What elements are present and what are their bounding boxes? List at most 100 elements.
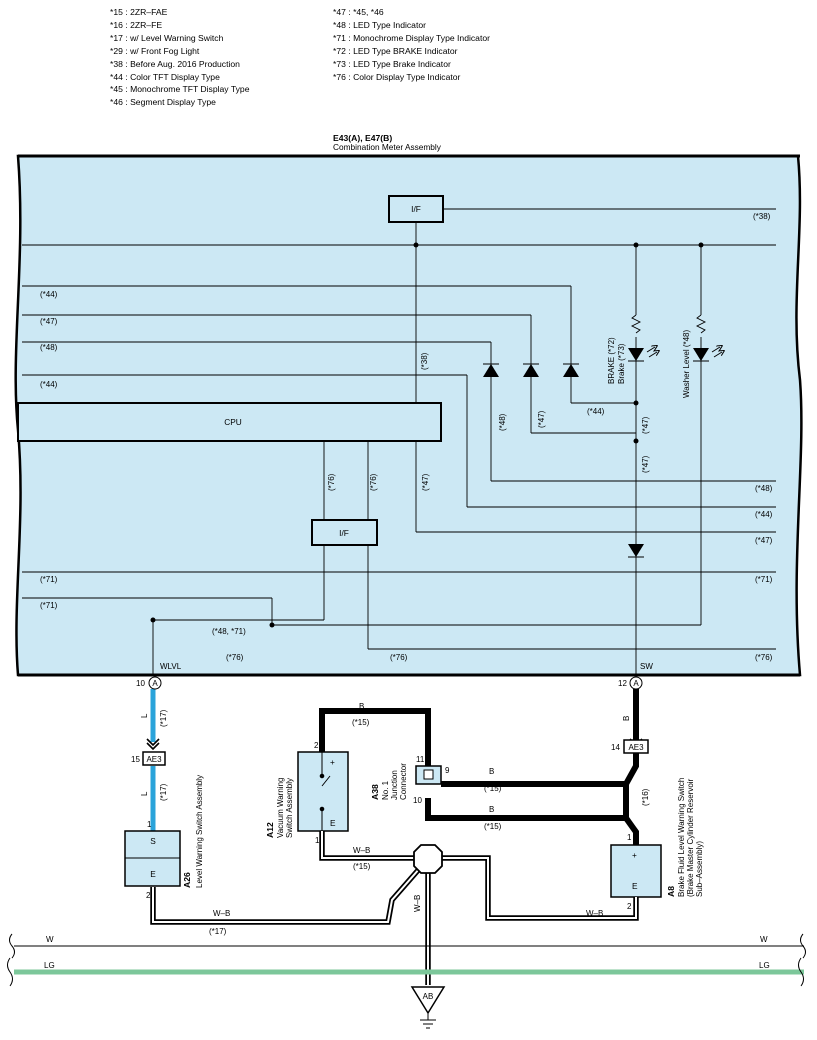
junction-dots: [150, 242, 704, 628]
ground-label: AB: [423, 992, 434, 1001]
label: (*47): [537, 410, 546, 428]
legend-item: *16 : 2ZR–FE: [110, 19, 163, 30]
terminal-label: WLVL: [160, 662, 182, 671]
label: (*44): [587, 407, 605, 416]
pin-label: 9: [445, 766, 450, 775]
wire-note: (*17): [209, 927, 227, 936]
wire-color: B: [489, 805, 494, 814]
terminal-plus: +: [330, 757, 335, 767]
ground-symbol-icon: [420, 1013, 436, 1029]
if-bottom-label: I/F: [339, 528, 349, 538]
bus-label: W: [760, 935, 768, 944]
meter-code: E43(A), E47(B): [333, 133, 392, 143]
pin-label: 11: [416, 755, 425, 764]
legend-item: *72 : LED Type BRAKE Indicator: [333, 45, 458, 56]
if-top-box: [388, 195, 444, 223]
label: (*48): [755, 484, 773, 493]
legend-item: *38 : Before Aug. 2016 Production: [110, 58, 240, 69]
pin-label: 14: [611, 743, 620, 752]
label: (*71): [755, 575, 773, 584]
a38-name: Connector: [399, 763, 408, 800]
legend-right: *47 : *45, *46 *48 : LED Type Indicator …: [333, 6, 490, 83]
cpu-box: [17, 402, 442, 442]
legend-item: *46 : Segment Display Type: [110, 97, 216, 108]
label: (*44): [755, 510, 773, 519]
terminal-e: E: [632, 881, 638, 891]
wire-color: W–B: [413, 895, 422, 912]
ground-ab-icon: [410, 986, 446, 1015]
pin-label: 12: [618, 679, 627, 688]
bus-label: LG: [759, 961, 770, 970]
wire-color: W–B: [586, 909, 603, 918]
a12-code: A12: [265, 822, 275, 838]
wire-color: B: [359, 702, 364, 711]
legend-item: *48 : LED Type Indicator: [333, 19, 426, 30]
diode-48: [483, 363, 499, 377]
wire-note: (*16): [641, 788, 650, 806]
connector-letter: A: [152, 679, 158, 688]
pin-label: 2: [627, 902, 632, 911]
label: (*76): [226, 653, 244, 662]
terminal-plus: +: [632, 850, 637, 860]
diode-44: [563, 363, 579, 377]
legend-item: *45 : Monochrome TFT Display Type: [110, 84, 250, 95]
a8-name: Brake Fluid Level Warning Switch: [677, 778, 686, 897]
pin-label: 10: [413, 796, 422, 805]
label: (*38): [753, 212, 771, 221]
a8-code: A8: [666, 886, 676, 897]
a38-code: A38: [370, 784, 380, 800]
legend-item: *71 : Monochrome Display Type Indicator: [333, 32, 490, 43]
internal-wiring: [22, 208, 776, 675]
bus-label: W: [46, 935, 54, 944]
a38-name: Junction: [390, 770, 399, 800]
connector-label: AE3: [628, 743, 644, 752]
wire-color: B: [622, 802, 631, 807]
wire-note: (*15): [484, 784, 502, 793]
wire-b-thick: [319, 689, 639, 845]
ae3-left: [142, 751, 166, 766]
label: (*48, *71): [212, 627, 246, 636]
legend-item: *44 : Color TFT Display Type: [110, 71, 220, 82]
legend-left: *15 : 2ZR–FAE *16 : 2ZR–FE *17 : w/ Leve…: [110, 6, 249, 109]
cpu-label: CPU: [224, 417, 242, 427]
legend-item: *47 : *45, *46: [333, 7, 384, 17]
bus-label: LG: [44, 961, 55, 970]
label: (*47): [755, 536, 773, 545]
wire-color: L: [140, 713, 149, 718]
label: (*76): [327, 473, 336, 491]
label: (*48): [498, 413, 507, 431]
wire-color: W–B: [353, 846, 370, 855]
pin-label: 1: [627, 833, 632, 842]
pin-label: 10: [136, 679, 145, 688]
terminal-e: E: [330, 818, 336, 828]
pin-label: 1: [147, 820, 152, 829]
ground-junction: [413, 844, 443, 874]
wire-note: (*15): [484, 822, 502, 831]
legend-item: *76 : Color Display Type Indicator: [333, 71, 461, 82]
label: (*44): [40, 380, 58, 389]
a26-name: Level Warning Switch Assembly: [195, 775, 204, 888]
wire-note: (*17): [159, 783, 168, 801]
label: (*47): [421, 473, 430, 491]
label: (*47): [40, 317, 58, 326]
wire-color: W–B: [213, 909, 230, 918]
a8-name: (Brake Master Cylinder Reservoir: [686, 778, 695, 897]
terminal-label: SW: [640, 662, 653, 671]
pin-label: 2: [314, 741, 319, 750]
label: (*76): [755, 653, 773, 662]
wire-note: (*15): [353, 862, 371, 871]
connector-letter: A: [633, 679, 639, 688]
a38-name: No. 1: [381, 780, 390, 800]
a12-name: Switch Assembly: [285, 778, 294, 838]
pin-label: 15: [131, 755, 140, 764]
diode-sw: [628, 544, 644, 558]
pin-label: 1: [315, 836, 320, 845]
switch-icon: [319, 752, 331, 831]
label: (*76): [390, 653, 408, 662]
label: (*71): [40, 575, 58, 584]
a26-code: A26: [182, 872, 192, 888]
brake-label: BRAKE (*72): [607, 337, 616, 384]
legend-item: *73 : LED Type Brake Indicator: [333, 58, 451, 69]
wire-note: (*15): [352, 718, 370, 727]
